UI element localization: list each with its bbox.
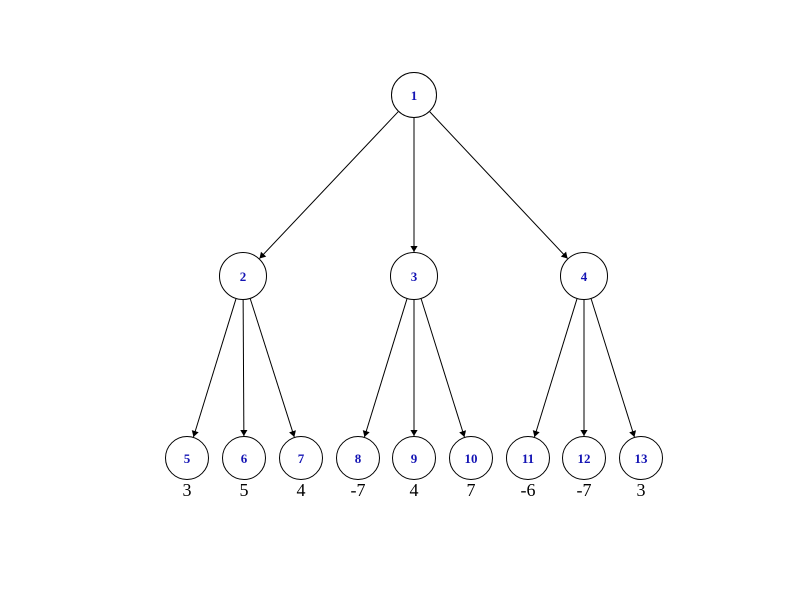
edge-arrowhead <box>580 430 588 436</box>
tree-node-2[interactable]: 2 <box>219 252 267 300</box>
leaf-value-n9: 4 <box>409 480 419 500</box>
tree-node-label: 13 <box>634 450 648 466</box>
tree-edge <box>420 298 465 438</box>
tree-node-7[interactable]: 7 <box>279 436 323 480</box>
leaf-value-n12: -7 <box>576 480 592 500</box>
leaf-value-n8: -7 <box>350 480 366 500</box>
tree-node-3[interactable]: 3 <box>390 252 438 300</box>
tree-node-4[interactable]: 4 <box>560 252 608 300</box>
edge-arrowhead <box>362 430 370 437</box>
leaf-value-n10: 7 <box>466 480 476 500</box>
tree-node-label: 3 <box>410 268 418 284</box>
tree-node-6[interactable]: 6 <box>222 436 266 480</box>
edge-arrowhead <box>459 430 467 438</box>
leaf-value-n5: 3 <box>182 480 192 500</box>
tree-node-label: 11 <box>521 450 535 466</box>
tree-node-label: 6 <box>240 450 248 466</box>
tree-node-label: 5 <box>183 450 191 466</box>
tree-node-1[interactable]: 1 <box>391 72 437 118</box>
tree-node-label: 7 <box>297 450 305 466</box>
tree-node-label: 8 <box>354 450 362 466</box>
edge-arrowhead <box>289 430 296 438</box>
edge-arrowhead <box>191 430 199 437</box>
tree-node-label: 1 <box>410 87 418 103</box>
tree-edge <box>590 298 635 438</box>
edge-arrowhead <box>240 429 248 437</box>
edge-arrowhead <box>560 251 568 259</box>
edge-arrowhead <box>259 251 267 259</box>
tree-edge <box>533 298 578 438</box>
tree-edge <box>242 299 245 437</box>
leaf-value-n11: -6 <box>520 480 536 500</box>
tree-edge <box>249 298 295 438</box>
tree-node-9[interactable]: 9 <box>392 436 436 480</box>
tree-edge <box>192 298 237 438</box>
tree-node-5[interactable]: 5 <box>165 436 209 480</box>
tree-edge <box>259 111 399 259</box>
edge-arrowhead <box>532 430 540 437</box>
tree-edge <box>429 111 568 259</box>
tree-node-8[interactable]: 8 <box>336 436 380 480</box>
edge-arrowhead <box>410 246 418 252</box>
tree-node-10[interactable]: 10 <box>449 436 493 480</box>
tree-edge <box>363 298 408 438</box>
tree-node-label: 9 <box>410 450 418 466</box>
tree-node-label: 12 <box>577 450 591 466</box>
tree-node-11[interactable]: 11 <box>506 436 550 480</box>
edge-arrowhead <box>629 430 637 438</box>
leaf-value-n6: 5 <box>239 480 249 500</box>
leaf-value-n7: 4 <box>296 480 306 500</box>
tree-node-label: 4 <box>580 268 588 284</box>
tree-node-label: 10 <box>464 450 478 466</box>
tree-node-label: 2 <box>239 268 247 284</box>
leaf-value-n13: 3 <box>636 480 646 500</box>
tree-node-12[interactable]: 12 <box>562 436 606 480</box>
edge-arrowhead <box>410 430 418 436</box>
tree-node-13[interactable]: 13 <box>619 436 663 480</box>
